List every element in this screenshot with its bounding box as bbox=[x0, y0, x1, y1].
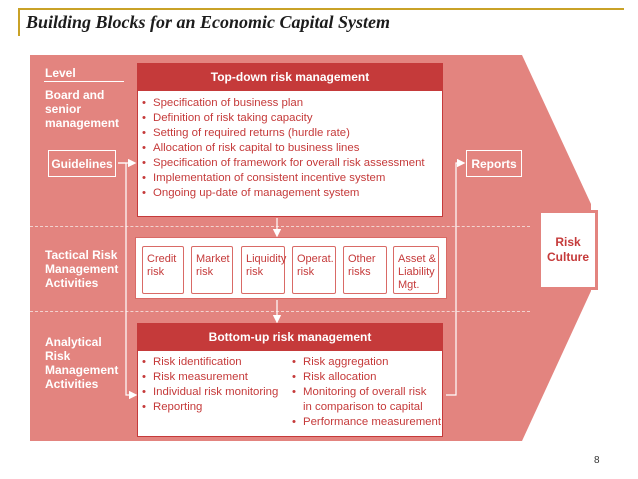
list-item-continuation: in comparison to capital bbox=[303, 401, 423, 413]
divider-line-1 bbox=[30, 226, 530, 227]
level-heading: Level bbox=[45, 66, 76, 80]
list-item: Risk measurement bbox=[139, 370, 278, 385]
divider-line-2 bbox=[30, 311, 530, 312]
list-item: Implementation of consistent incentive s… bbox=[139, 171, 425, 186]
list-item: Monitoring of overall risk bbox=[289, 385, 441, 400]
bottom-up-title: Bottom-up risk management bbox=[137, 323, 443, 351]
list-item: Specification of business plan bbox=[139, 96, 425, 111]
slide-title: Building Blocks for an Economic Capital … bbox=[26, 12, 391, 32]
list-item: Setting of required returns (hurdle rate… bbox=[139, 126, 425, 141]
level-analytical-label: Analytical Risk Management Activities bbox=[45, 335, 119, 391]
top-down-title: Top-down risk management bbox=[137, 63, 443, 91]
list-item: Risk aggregation bbox=[289, 355, 441, 370]
level-underline bbox=[44, 81, 124, 82]
list-item: Performance measurement bbox=[289, 415, 441, 430]
list-item: Risk identification bbox=[139, 355, 278, 370]
top-rule bbox=[18, 8, 624, 10]
list-item: Specification of framework for overall r… bbox=[139, 156, 425, 171]
list-item: Reporting bbox=[139, 400, 278, 415]
list-item: Individual risk monitoring bbox=[139, 385, 278, 400]
tile-operational-risk: Operat.risk bbox=[292, 246, 336, 294]
top-rule-tick bbox=[18, 8, 20, 36]
bottom-up-right-list: Risk aggregation Risk allocation Monitor… bbox=[289, 355, 441, 430]
bottom-up-left-list: Risk identification Risk measurement Ind… bbox=[139, 355, 278, 415]
reports-box: Reports bbox=[466, 150, 522, 177]
list-item: Definition of risk taking capacity bbox=[139, 111, 425, 126]
list-item: Allocation of risk capital to business l… bbox=[139, 141, 425, 156]
guidelines-box: Guidelines bbox=[48, 150, 116, 177]
level-tactical-label: Tactical Risk Management Activities bbox=[45, 248, 119, 290]
list-item: Ongoing up-date of management system bbox=[139, 186, 425, 201]
page-number: 8 bbox=[594, 455, 600, 466]
top-down-list: Specification of business plan Definitio… bbox=[139, 96, 425, 201]
list-item: Risk allocation bbox=[289, 370, 441, 385]
level-board-label: Board and senior management bbox=[45, 88, 120, 130]
